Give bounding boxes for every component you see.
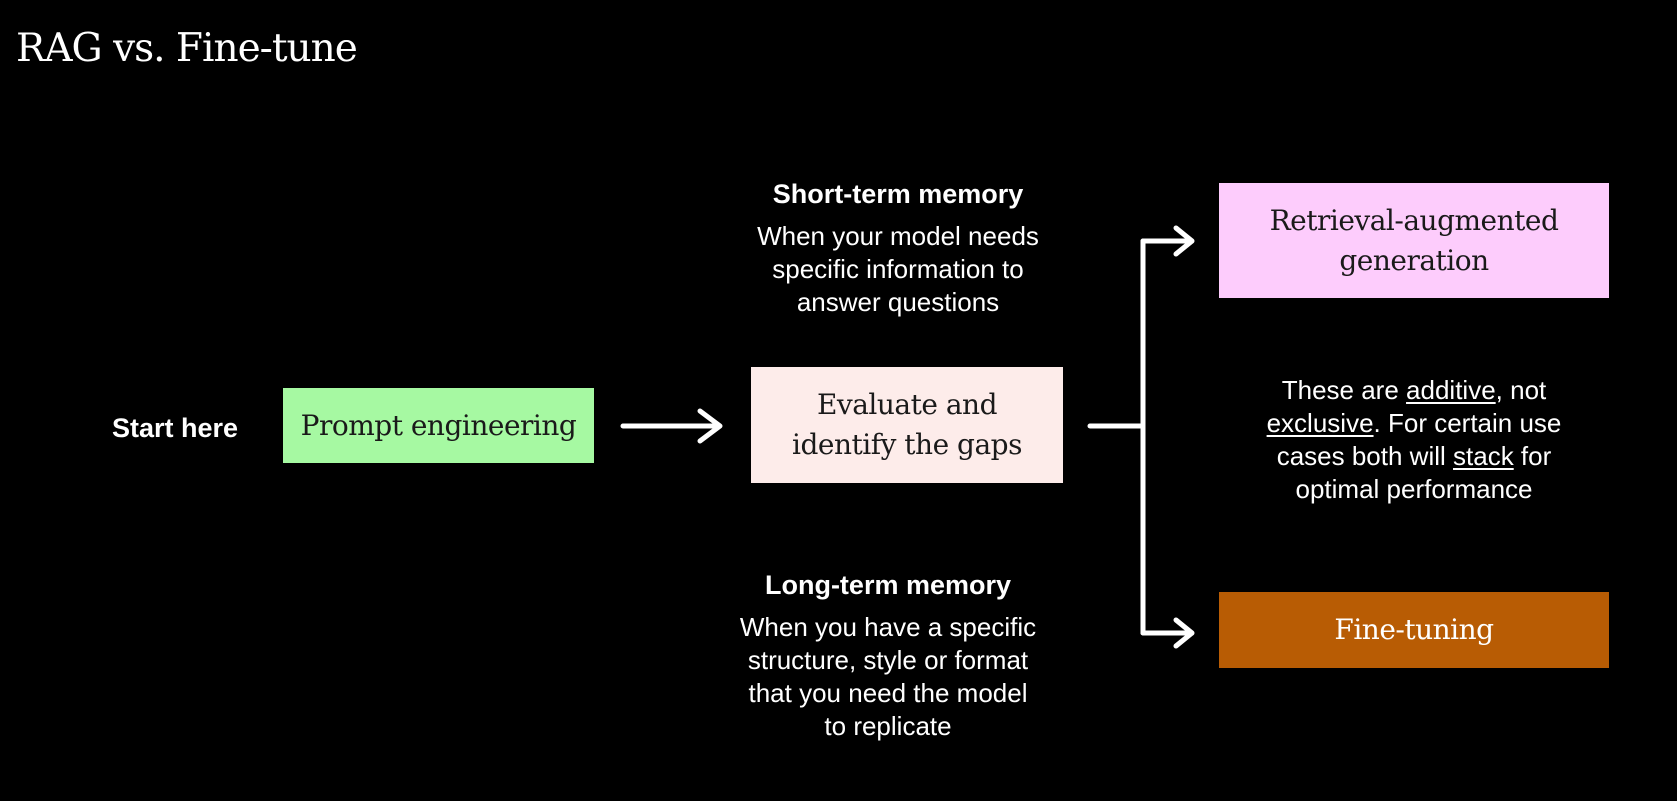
note-line2: exclusive. For certain use bbox=[1244, 407, 1584, 440]
fine-tuning-box: Fine-tuning bbox=[1219, 592, 1609, 668]
note-underline-exclusive: exclusive bbox=[1266, 408, 1374, 438]
note-line4: optimal performance bbox=[1295, 474, 1533, 504]
note-text: , not bbox=[1495, 375, 1547, 405]
long-term-line4: to replicate bbox=[824, 711, 952, 741]
short-term-memory-block: Short-term memory When your model needs … bbox=[718, 174, 1078, 319]
long-term-line2: structure, style or format bbox=[747, 645, 1029, 675]
note-text: . For certain use bbox=[1373, 408, 1562, 438]
short-term-line1: When your model needs bbox=[757, 221, 1039, 251]
short-term-heading: Short-term memory bbox=[772, 179, 1024, 209]
long-term-line1: When you have a specific bbox=[739, 612, 1037, 642]
branch-connector bbox=[1087, 238, 1146, 636]
rag-label-line2: generation bbox=[1339, 243, 1489, 277]
arrow-to-rag bbox=[1140, 225, 1195, 257]
arrow-prompt-to-evaluate bbox=[620, 408, 723, 444]
rag-box: Retrieval-augmented generation bbox=[1219, 183, 1609, 298]
note-line3: cases both will stack for bbox=[1244, 440, 1584, 473]
fine-tuning-label: Fine-tuning bbox=[1334, 613, 1494, 646]
evaluate-label-line1: Evaluate and bbox=[816, 388, 998, 421]
rag-label-line1: Retrieval-augmented bbox=[1269, 203, 1559, 237]
note-underline-stack: stack bbox=[1453, 441, 1514, 471]
note-line1: These are additive, not bbox=[1244, 374, 1584, 407]
evaluate-label-line2: identify the gaps bbox=[792, 428, 1022, 461]
prompt-engineering-label: Prompt engineering bbox=[300, 408, 577, 442]
slide-title: RAG vs. Fine-tune bbox=[16, 26, 358, 71]
arrow-to-fine-tuning bbox=[1140, 617, 1195, 649]
additive-note: These are additive, not exclusive. For c… bbox=[1244, 374, 1584, 506]
long-term-memory-block: Long-term memory When you have a specifi… bbox=[708, 565, 1068, 743]
note-underline-additive: additive bbox=[1406, 375, 1496, 405]
prompt-engineering-box: Prompt engineering bbox=[283, 388, 594, 463]
evaluate-gaps-box: Evaluate and identify the gaps bbox=[751, 367, 1063, 483]
start-here-label: Start here bbox=[112, 413, 239, 443]
long-term-line3: that you need the model bbox=[748, 678, 1028, 708]
note-text: These are bbox=[1281, 375, 1407, 405]
short-term-line2: specific information to bbox=[772, 254, 1024, 284]
note-text: cases both will bbox=[1276, 441, 1454, 471]
short-term-line3: answer questions bbox=[796, 287, 1000, 317]
note-text: for bbox=[1513, 441, 1552, 471]
long-term-heading: Long-term memory bbox=[764, 570, 1012, 600]
